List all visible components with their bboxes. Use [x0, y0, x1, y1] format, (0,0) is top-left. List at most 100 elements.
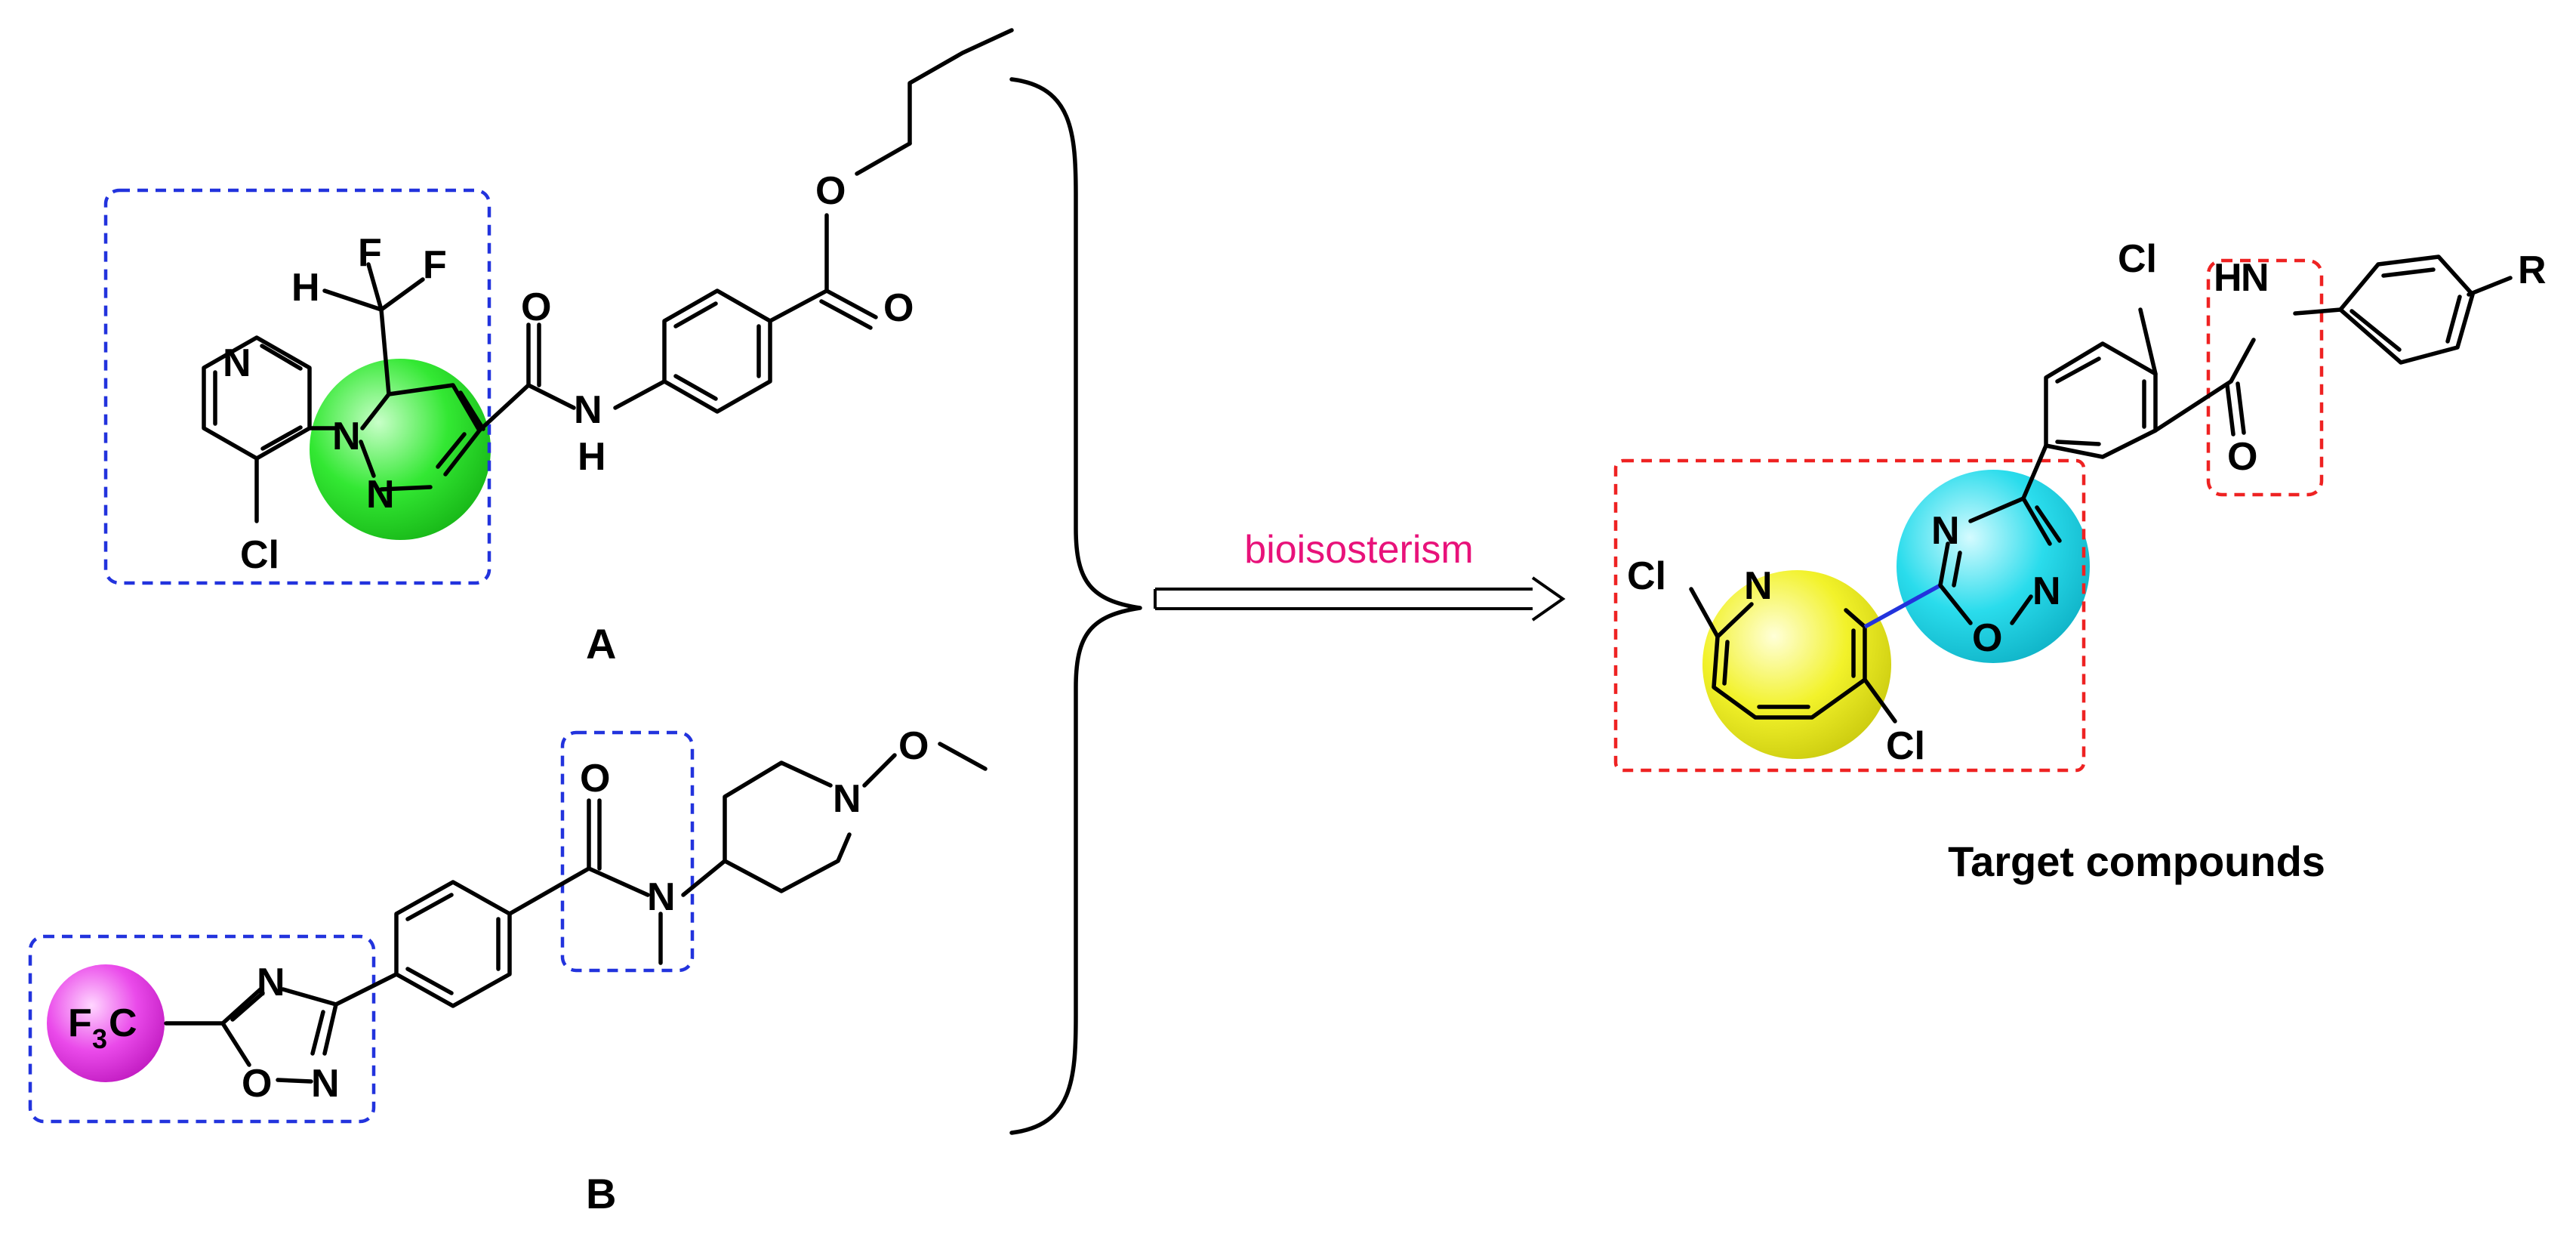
compound-b-label: B	[586, 1170, 616, 1217]
oxadiazole-n1-label-target: N	[1931, 509, 1960, 553]
amide-h-label-target: H	[2214, 256, 2242, 300]
carbonyl-o-label-a: O	[521, 285, 551, 329]
r-substituent-bond	[2467, 276, 2513, 297]
o-methyl-bond	[938, 742, 988, 771]
compound-b: F 3 C N N O O N N O B	[28, 724, 988, 1217]
cf3-highlight	[47, 964, 165, 1082]
pyridine-n-label-a: N	[223, 341, 251, 385]
amide-n-bond-a	[526, 383, 576, 410]
oxadiazole-o-n-bond	[276, 1078, 313, 1084]
amide-o-label-b: O	[580, 757, 610, 801]
cl-pyridine-bond-1	[1689, 587, 1720, 639]
carbonyl-double-target-2	[2236, 381, 2246, 435]
aryl-carbonyl-bond-b	[507, 866, 591, 916]
benzene-ring-b	[394, 880, 512, 1008]
compound-a: F F H N N N Cl O N H O O A	[103, 28, 1014, 668]
pyrazole-ring-a	[360, 383, 482, 477]
chf2-bond	[379, 307, 391, 396]
piperidine-ring	[723, 760, 852, 893]
pyrazole-double-bond-a	[436, 432, 467, 469]
pyridine-ring-a	[202, 335, 312, 461]
compound-b-oxadiazole-frame	[28, 934, 376, 1124]
oxadiazole-aryl-bond	[334, 972, 399, 1007]
aryl-ester-bond	[768, 288, 829, 323]
benzene-double-bonds-target	[2055, 356, 2146, 446]
compound-b-amide-frame	[560, 730, 695, 973]
bioisosterism-arrow: bioisosterism	[1154, 528, 1566, 622]
cf3-subscript-label: 3	[92, 1023, 107, 1054]
propyl-chain	[907, 28, 1014, 146]
n-c-bond-a	[379, 485, 433, 492]
cf-bond-1	[366, 262, 384, 312]
r-group-label: R	[2518, 248, 2547, 292]
pyridine-cl-label-2: Cl	[1886, 724, 1925, 768]
target-heteroaryl-frame	[1613, 458, 2086, 773]
aryl-carbonyl-bond-target	[2153, 379, 2233, 433]
n-aryl-bond-a	[613, 379, 667, 410]
compound-a-pharmacophore-frame	[103, 188, 491, 585]
ester-o-label-1: O	[815, 169, 846, 213]
pyridine-ring-target	[1712, 602, 1867, 720]
amide-h-label-a: H	[578, 435, 606, 479]
target-compound: Cl H N O R N N O Cl N Cl Target compound…	[1613, 237, 2547, 885]
pyridine-double-bonds-a	[213, 344, 303, 451]
amide-n-bond-target	[2229, 338, 2256, 384]
cf-bond-2	[379, 277, 425, 312]
oxadiazole-o-label-target: O	[1972, 616, 2002, 660]
hydrogen-label-a: H	[291, 266, 320, 310]
n-aryl-bond-target	[2293, 307, 2343, 316]
methoxy-o-label: O	[898, 724, 929, 768]
amide-n-label-a: N	[574, 388, 602, 432]
cf3-f-label: F	[68, 1001, 92, 1045]
n-n-bond-a	[359, 440, 376, 478]
amide-o-label-target: O	[2227, 435, 2257, 479]
piperidine-n-label: N	[833, 777, 861, 821]
amide-n-bond-b	[587, 866, 650, 897]
ch-bond	[322, 288, 384, 312]
target-compounds-caption: Target compounds	[1948, 838, 2325, 885]
pyrazole-highlight	[310, 359, 491, 540]
fluorine-label-1: F	[358, 231, 382, 275]
pyridine-n-label-target: N	[1744, 564, 1773, 608]
oxadiazole-o-label-b: O	[242, 1062, 272, 1106]
cl-pyridine-bond-2	[1863, 677, 1897, 723]
oxadiazole-n1-label-b: N	[257, 961, 285, 1004]
pyrazole-double-bond-b	[458, 390, 485, 431]
oxadiazole-double-target-1	[1952, 551, 1962, 588]
cf3-c-label: C	[109, 1001, 137, 1045]
carbonyl-double-target-1	[2225, 383, 2236, 437]
ester-o-label-2: O	[883, 286, 914, 330]
pyridine-cl-label-1: Cl	[1627, 554, 1666, 598]
amide-n-label-b: N	[647, 875, 676, 919]
oxadiazole-double-bond-2	[310, 1010, 325, 1056]
oxadiazole-aryl-bond-target	[2021, 443, 2048, 501]
oxadiazole-highlight	[1897, 470, 2090, 663]
amide-n-label-target: N	[2241, 256, 2269, 300]
pyrazole-n2-label: N	[366, 473, 395, 517]
n-piperidine-bond	[681, 859, 727, 897]
fluorine-label-2: F	[423, 243, 447, 287]
pyrazole-n1-label: N	[332, 415, 361, 458]
pyridine-double-bonds-target	[1722, 628, 1856, 709]
oxadiazole-double-bond-1	[230, 991, 265, 1022]
cl-aryl-bond	[2138, 307, 2158, 376]
double-arrow-head	[1531, 576, 1566, 622]
benzene-double-bonds-a	[673, 301, 761, 401]
benzene-ring-a	[662, 288, 772, 414]
benzene-double-bonds-b	[405, 893, 501, 995]
o-propyl-bond	[855, 141, 912, 176]
benzene-ring-target	[2044, 341, 2158, 459]
n-o-bond	[862, 753, 897, 788]
pyridine-oxadiazole-bond	[1863, 583, 1942, 629]
r-phenyl-double-bonds	[2350, 267, 2462, 352]
target-amide-frame	[2206, 258, 2324, 497]
pyrazole-carbonyl-bond	[477, 383, 531, 433]
oxadiazole-n2-label-target: N	[2032, 569, 2061, 613]
oxadiazole-n2-label-b: N	[311, 1062, 340, 1106]
ester-carbonyl-2	[819, 299, 873, 330]
double-arrow-shaft	[1154, 588, 1544, 610]
ester-carbonyl-1	[824, 288, 878, 319]
oxadiazole-double-target-2	[2035, 505, 2062, 543]
bioisosterism-label: bioisosterism	[1244, 528, 1473, 572]
